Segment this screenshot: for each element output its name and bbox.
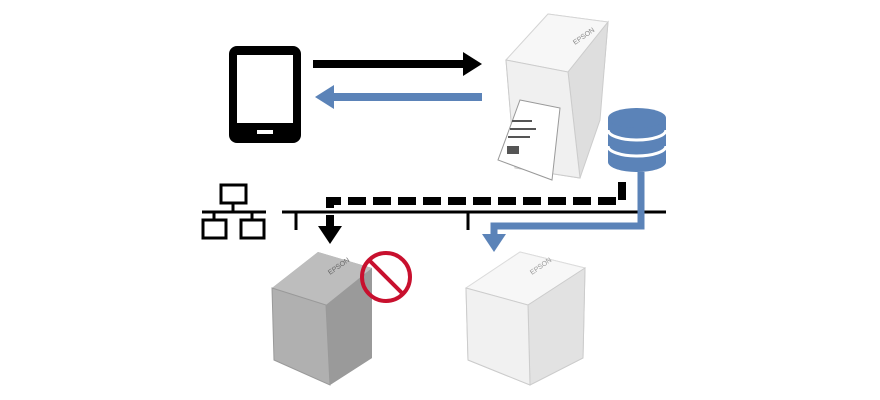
backup-print-path <box>482 172 645 252</box>
response-arrow <box>315 85 482 109</box>
printer-main: EPSON <box>497 13 609 181</box>
network-icon <box>201 183 266 240</box>
database-icon <box>606 108 668 172</box>
printer-backup: EPSON <box>464 251 587 386</box>
tablet-icon <box>229 46 301 143</box>
failed-print-path <box>318 182 626 244</box>
request-arrow <box>313 52 482 76</box>
network-bus <box>282 210 666 230</box>
prohibited-icon <box>360 251 412 303</box>
printer-offline: EPSON <box>271 252 372 386</box>
